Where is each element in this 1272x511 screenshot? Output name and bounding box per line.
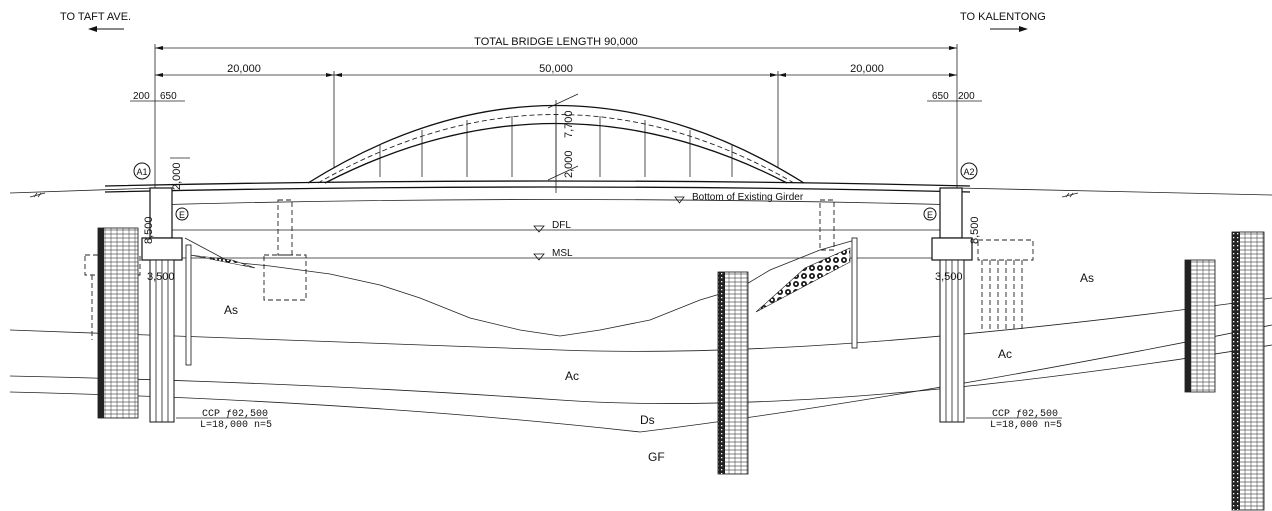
arrow-left-icon [88,26,124,32]
total-length-dimension [154,44,958,190]
total-length-label: TOTAL BRIDGE LENGTH 90,000 [474,36,638,48]
soil-ac-right: Ac [998,347,1012,361]
soil-ds: Ds [640,413,655,427]
soil-boundary-2 [9,344,1272,404]
abut-right-dim-a: 650 [932,91,949,102]
arch-rise-label: 7,700 [563,110,575,138]
svg-text:A2: A2 [963,167,974,177]
span-center-label: 50,000 [539,63,573,75]
soil-boundary-1 [9,297,1272,352]
direction-right-label: TO KALENTONG [960,11,1046,23]
ground-hatch-right [1061,192,1079,198]
pile-length-right: L=18,000 n=5 [990,420,1062,431]
deck-depth-center-label: 2,000 [563,150,575,178]
bore-log-left [97,227,139,419]
girder-level-label: Bottom of Existing Girder [692,192,804,203]
soil-as-right: As [1080,271,1094,285]
svg-text:A1: A1 [136,167,147,177]
bearing-e-right-marker: E [923,207,937,221]
svg-text:E: E [927,210,933,220]
svg-text:E: E [179,210,185,220]
span-left-label: 20,000 [227,63,261,75]
girder-level-icon [674,196,685,204]
msl-label: MSL [552,248,573,259]
msl-level-icon [533,253,545,261]
pile-spec-left: CCP ƒ02,500 [202,409,268,420]
ground-hatch-left [29,192,46,198]
abut-left-dim-a: 200 [133,91,150,102]
ground-line [9,187,1272,196]
abut-height-right-label: 8,500 [969,216,981,244]
abutment-a1 [141,187,192,423]
abut-right-dim-b: 200 [958,91,975,102]
support-a1-marker: A1 [133,162,151,180]
abutment-a2 [851,187,973,423]
direction-left-label: TO TAFT AVE. [60,11,131,23]
footing-right-label: 3,500 [935,271,963,283]
soil-gf: GF [648,450,665,464]
soil-ac-center: Ac [565,369,579,383]
bearing-e-left-marker: E [175,207,189,221]
span-right-label: 20,000 [850,63,884,75]
riprap-left [189,254,256,269]
footing-left-label: 3,500 [147,271,175,283]
abut-left-dim-b: 650 [160,91,177,102]
arrow-right-icon [990,26,1028,32]
deck-depth-left-label: 2,000 [171,162,183,190]
soil-as-left: As [224,303,238,317]
pile-spec-right: CCP ƒ02,500 [992,409,1058,420]
existing-pier-left [263,199,307,301]
existing-pier-right [819,199,835,251]
bridge-deck [104,180,971,206]
riprap-right [755,247,851,313]
pile-length-left: L=18,000 n=5 [200,420,272,431]
dfl-label: DFL [552,220,571,231]
soil-boundary-3 [9,324,1272,433]
support-a2-marker: A2 [960,162,978,180]
abut-height-left-label: 8,500 [143,216,155,244]
riverbed-profile [184,237,856,337]
span-dimensions [155,71,957,168]
existing-piles-right [977,239,1034,330]
dfl-level-icon [533,225,545,233]
